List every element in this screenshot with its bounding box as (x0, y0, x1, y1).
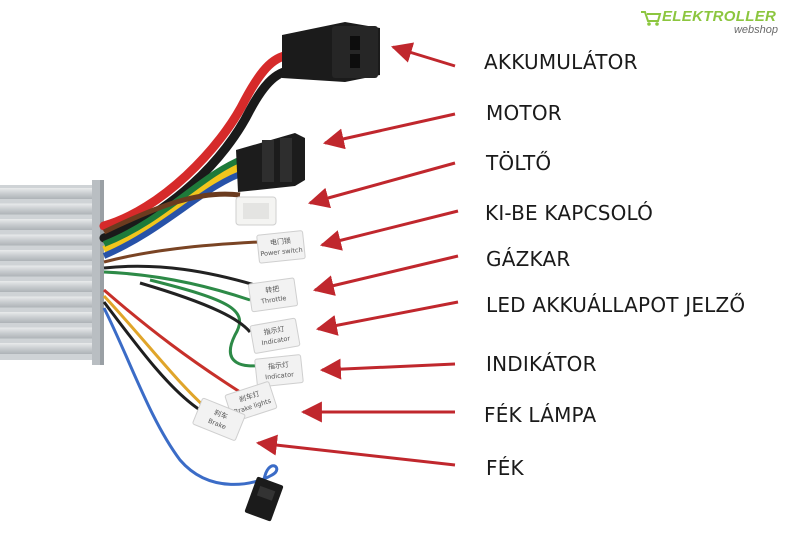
battery-cable-red (99, 50, 297, 231)
logo-name: ELEKTROLLER (662, 8, 777, 25)
signal-wire-orange (102, 294, 208, 410)
label-fek-lampa: FÉK LÁMPA (484, 403, 597, 427)
tag-indicator-2-line2: Indicator (265, 370, 295, 381)
tag-indicator-2-line1: 指示灯 (268, 360, 290, 371)
logo-sub: webshop (733, 24, 778, 36)
cart-icon (641, 11, 662, 26)
label-gazkar: GÁZKAR (486, 247, 571, 271)
label-ki-be-kapcsolo: KI-BE KAPCSOLÓ (485, 201, 654, 225)
brand-logo: ELEKTROLLER webshop (640, 8, 780, 42)
arrow-ki-be-kapcsolo (319, 209, 459, 251)
arrow-indikator (319, 358, 456, 380)
signal-wire-brown (103, 240, 259, 264)
motor-connector (236, 133, 305, 192)
housing-fin (0, 188, 96, 199)
label-fek: FÉK (486, 456, 524, 480)
pointer-arrows (255, 42, 459, 467)
tag-indicator-1-line1: 指示灯 (263, 324, 285, 337)
brake-connector (244, 476, 284, 522)
arrow-led-akkuallapot-jelzo (315, 300, 459, 336)
label-motor: MOTOR (486, 101, 562, 125)
housing-fin (0, 296, 96, 308)
signal-wire-green (103, 270, 251, 302)
housing-fin (0, 234, 96, 246)
signal-wire-black-3 (102, 301, 201, 412)
arrow-akkumulator (390, 42, 456, 68)
signal-wire-black-1 (103, 264, 256, 287)
controller-housing (0, 180, 104, 365)
tag-throttle-line1: 转把 (265, 284, 280, 295)
housing-fin (0, 327, 96, 339)
housing-fin (0, 281, 96, 292)
arrow-fek (255, 434, 456, 467)
tag-power-switch-line1: 电门锁 (270, 236, 292, 247)
arrow-tolto (307, 161, 456, 209)
charger-connector (235, 196, 277, 226)
label-led-akkuallapot-jelzo: LED AKKUÁLLAPOT JELZŐ (486, 293, 746, 317)
housing-fin (0, 203, 96, 215)
label-akkumulator: AKKUMULÁTOR (484, 50, 638, 74)
motor-wire-blue (102, 169, 247, 259)
housing-fin (0, 343, 96, 354)
signal-wire-black-2 (139, 281, 252, 333)
housing-fin (0, 219, 96, 230)
arrow-motor (322, 112, 456, 150)
label-indikator: INDIKÁTOR (486, 352, 597, 376)
tag-throttle-line2: Throttle (260, 294, 287, 306)
signal-wire-blue (102, 307, 279, 486)
battery-cable-black (99, 65, 300, 243)
housing-fin (0, 265, 96, 277)
housing-fin (0, 312, 96, 323)
signal-wire-green-loop (149, 278, 263, 368)
arrow-gazkar (312, 254, 459, 296)
signal-wire-red (103, 288, 241, 394)
motor-wire-brown (102, 191, 241, 235)
housing-fin (0, 250, 96, 261)
label-tolto: TÖLTŐ (486, 151, 552, 175)
battery-connector (282, 22, 380, 82)
